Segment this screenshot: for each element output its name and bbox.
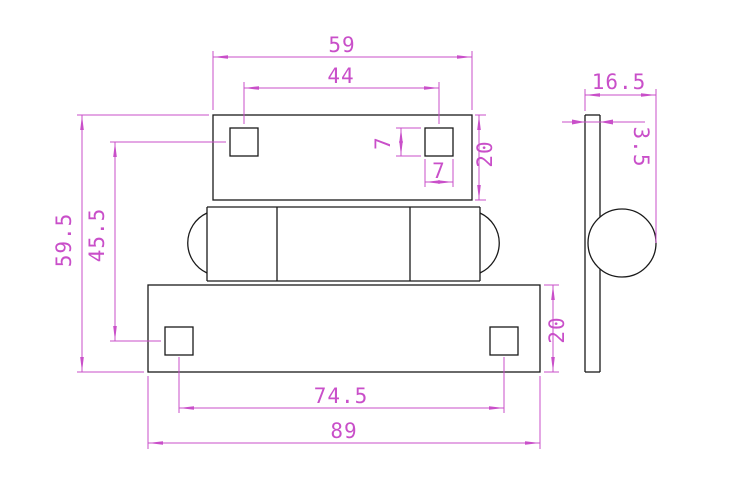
- side-barrel-circle: [587, 208, 657, 278]
- dim-bottom-leaf-height: 20: [544, 284, 569, 373]
- dim-label-hole-width: 7: [432, 159, 446, 183]
- dim-overall-height: 59.5: [52, 114, 209, 373]
- dim-bottom-hole-spacing: 74.5: [178, 357, 505, 413]
- hinge-barrel: [187, 206, 500, 282]
- dim-label-overall-height: 59.5: [52, 213, 76, 268]
- dim-side-width: 16.5: [584, 70, 657, 243]
- dim-bottom-width: 89: [147, 376, 541, 449]
- top-right-hole: [424, 127, 454, 157]
- dim-label-top-leaf-height: 20: [473, 140, 497, 167]
- dim-label-top-hole-spacing: 44: [327, 64, 354, 88]
- dim-hole-row-spacing: 45.5: [85, 141, 226, 342]
- dim-hole-height: 7: [371, 127, 421, 157]
- dim-top-leaf-height: 20: [473, 114, 497, 201]
- dimensions: 59 44 16.5 3.5 7: [52, 33, 657, 449]
- pin-end-right-arc: [479, 212, 500, 274]
- dim-label-bottom-width: 89: [330, 419, 357, 443]
- bottom-left-hole: [164, 326, 194, 356]
- dim-top-hole-spacing: 44: [243, 64, 440, 124]
- part-front-view: [147, 114, 541, 373]
- top-left-hole: [229, 127, 259, 157]
- dim-label-bottom-hole-spacing: 74.5: [314, 384, 369, 408]
- bottom-right-hole: [489, 326, 519, 356]
- dim-label-side-width: 16.5: [592, 70, 647, 94]
- pin-end-left-arc: [187, 212, 208, 274]
- bottom-leaf: [147, 284, 541, 373]
- top-leaf: [212, 114, 473, 201]
- dim-top-width: 59: [212, 33, 473, 110]
- dim-label-hole-row-spacing: 45.5: [85, 208, 109, 263]
- dim-leaf-thickness: 3.5: [562, 119, 653, 168]
- dim-label-hole-height: 7: [371, 136, 395, 150]
- dim-hole-width: 7: [424, 159, 454, 187]
- dim-label-top-width: 59: [328, 33, 355, 57]
- dim-label-leaf-thickness: 3.5: [629, 127, 653, 168]
- dim-label-bottom-leaf-height: 20: [545, 316, 569, 343]
